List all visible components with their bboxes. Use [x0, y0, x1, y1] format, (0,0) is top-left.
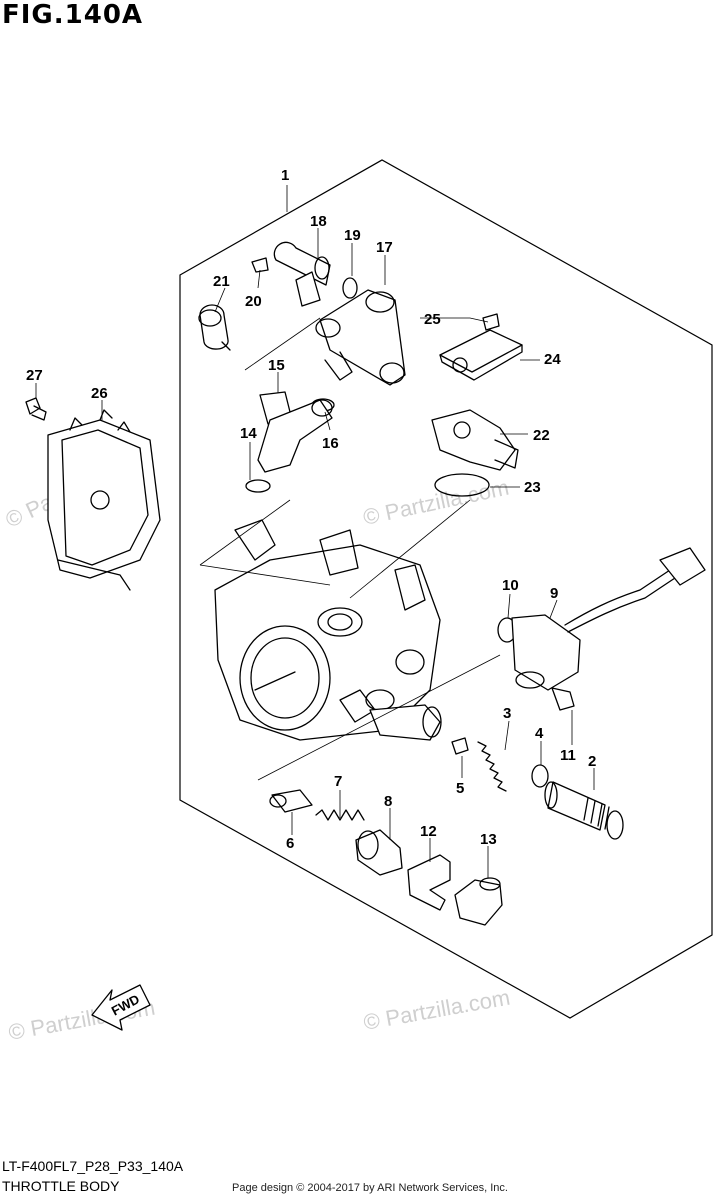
callout-2: 2 — [588, 753, 596, 770]
callout-7: 7 — [334, 773, 342, 790]
part-18-sensor — [273, 241, 331, 307]
part-6-pin — [269, 789, 313, 813]
figure-code: LT-F400FL7_P28_P33_140A — [2, 1158, 184, 1174]
callout-19: 19 — [344, 227, 361, 244]
callouts: 1 2 3 4 5 6 7 8 9 10 11 12 13 14 15 16 1… — [26, 167, 596, 852]
part-23-oring — [434, 473, 490, 497]
part-11-screw — [551, 687, 575, 711]
part-5-screw — [451, 737, 469, 755]
callout-9: 9 — [550, 585, 558, 602]
part-15-injector — [257, 391, 333, 473]
callout-6: 6 — [286, 835, 294, 852]
page-credit: Page design © 2004-2017 by ARI Network S… — [232, 1182, 508, 1194]
part-4-oring — [531, 764, 549, 788]
callout-24: 24 — [544, 351, 561, 368]
callout-14: 14 — [240, 425, 257, 442]
part-17-fuel-rail — [315, 289, 406, 386]
callout-17: 17 — [376, 239, 393, 256]
part-9-tps — [511, 547, 706, 691]
callout-22: 22 — [533, 427, 550, 444]
callout-23: 23 — [524, 479, 541, 496]
part-26-cover — [47, 409, 161, 591]
part-14-oring — [245, 479, 271, 493]
part-7-spring — [315, 809, 365, 821]
part-20-screw — [251, 257, 269, 273]
part-22-sensor — [431, 409, 519, 471]
fwd-arrow — [91, 984, 151, 1031]
part-12-hose — [407, 854, 451, 911]
part-24-bracket — [439, 329, 523, 381]
part-21-cap — [198, 304, 231, 351]
callout-3: 3 — [503, 705, 511, 722]
part-25-screw — [482, 313, 500, 331]
callout-16: 16 — [322, 435, 339, 452]
callout-12: 12 — [420, 823, 437, 840]
callout-13: 13 — [480, 831, 497, 848]
callout-21: 21 — [213, 273, 230, 290]
callout-27: 27 — [26, 367, 43, 384]
callout-5: 5 — [456, 780, 464, 797]
callout-20: 20 — [245, 293, 262, 310]
watermark-text: © Partzilla.com — [362, 985, 512, 1035]
callout-26: 26 — [91, 385, 108, 402]
part-27-bolt — [25, 397, 47, 421]
leader-lines — [35, 185, 595, 878]
part-8-fitting — [355, 829, 403, 876]
callout-8: 8 — [384, 793, 392, 810]
part-19-oring — [342, 277, 358, 299]
assembly-outline — [179, 159, 713, 1019]
part-13-elbow — [454, 877, 503, 926]
part-idle-sleeve-end — [422, 706, 442, 738]
figure-name: THROTTLE BODY — [2, 1178, 120, 1194]
callout-10: 10 — [502, 577, 519, 594]
figure-title: FIG.140A — [2, 0, 144, 30]
callout-15: 15 — [268, 357, 285, 374]
callout-11: 11 — [560, 747, 576, 764]
callout-18: 18 — [310, 213, 327, 230]
callout-1: 1 — [281, 167, 289, 184]
part-2-screw — [544, 781, 624, 840]
part-idle-sleeve — [369, 704, 441, 741]
callout-4: 4 — [535, 725, 544, 742]
callout-25: 25 — [424, 311, 441, 328]
part-3-spring — [477, 741, 507, 792]
